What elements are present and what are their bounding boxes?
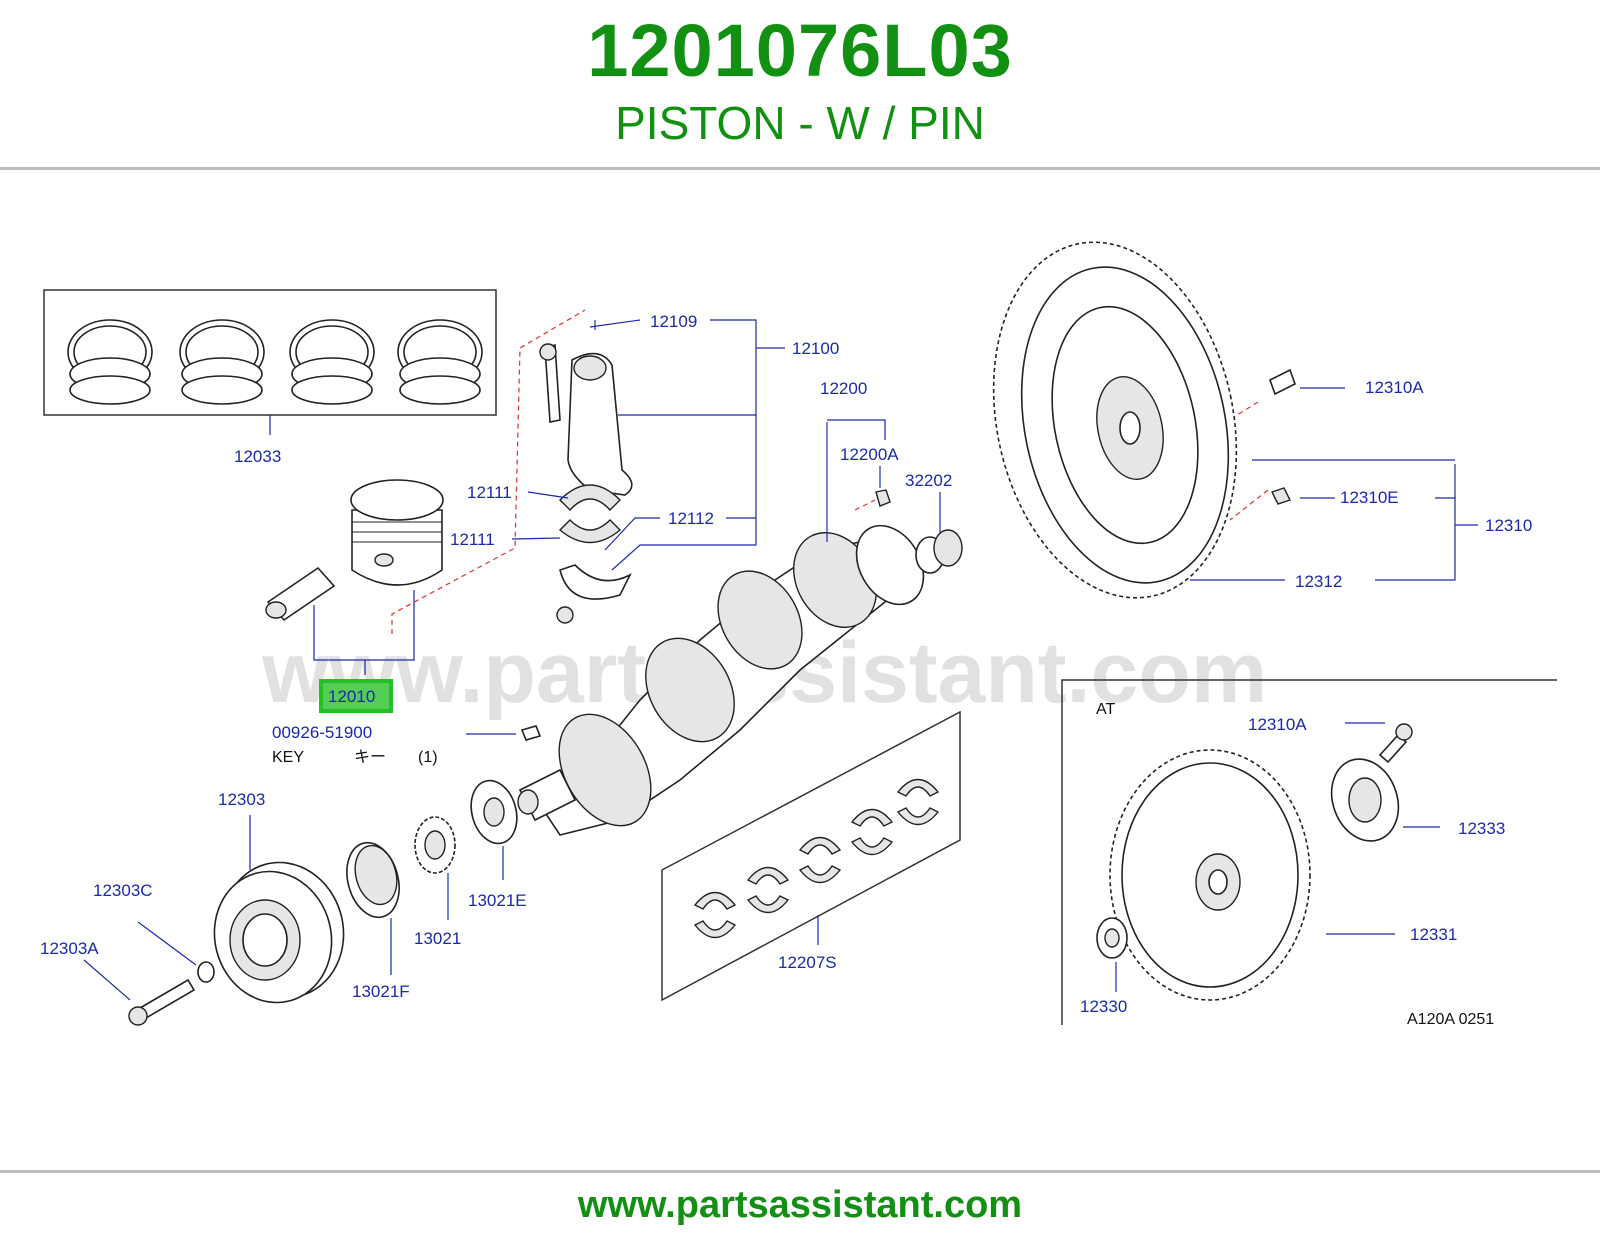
parts-diagram: www.partsassistant.com 12033 12010 00926…: [40, 241, 1557, 1028]
key-label: KEY: [272, 749, 304, 766]
flywheel-bolt: [1269, 368, 1296, 396]
header: 1201076L03 PISTON - W / PIN: [0, 0, 1600, 170]
crank-sprocket: [414, 816, 456, 874]
drive-plate: [1109, 749, 1311, 1001]
callout-12111-upper[interactable]: 12111: [467, 483, 512, 502]
part-name-subtitle: PISTON - W / PIN: [615, 97, 985, 149]
callout-12331[interactable]: 12331: [1410, 925, 1457, 944]
callout-12207S[interactable]: 12207S: [778, 953, 837, 972]
callout-13021[interactable]: 13021: [414, 929, 461, 948]
callout-13021E[interactable]: 13021E: [468, 891, 527, 910]
connecting-rod-bearings: [556, 484, 632, 624]
callout-12310E[interactable]: 12310E: [1340, 488, 1399, 507]
callout-12310A[interactable]: 12310A: [1365, 378, 1424, 397]
oil-thrower: [346, 841, 400, 919]
flywheel-mt: [992, 241, 1238, 599]
footer-url[interactable]: www.partsassistant.com: [577, 1184, 1023, 1226]
connecting-rod: [539, 343, 633, 496]
callout-12310A-at[interactable]: 12310A: [1248, 715, 1307, 734]
at-section-box: [1061, 679, 1557, 1025]
piston-pin: [265, 566, 336, 622]
at-spacer: [1096, 917, 1128, 959]
main-bearings: [693, 778, 940, 939]
callout-12303A[interactable]: 12303A: [40, 939, 99, 958]
callout-13021F[interactable]: 13021F: [352, 982, 410, 1001]
callout-12111-lower[interactable]: 12111: [450, 530, 495, 549]
callout-12033[interactable]: 12033: [234, 447, 281, 466]
callout-12303[interactable]: 12303: [218, 790, 265, 809]
pulley-washer: [197, 961, 215, 983]
highlight-box: [319, 679, 393, 713]
callout-12312[interactable]: 12312: [1295, 572, 1342, 591]
header-divider: [0, 167, 1600, 170]
callout-12010[interactable]: 12010: [328, 687, 375, 706]
dowel-pin: [1271, 487, 1291, 505]
key-qty: (1): [418, 749, 438, 766]
at-label: AT: [1096, 701, 1115, 718]
callout-12310[interactable]: 12310: [1485, 516, 1532, 535]
callout-12100[interactable]: 12100: [792, 339, 839, 358]
callout-12303C[interactable]: 12303C: [93, 881, 153, 900]
drive-plate-bolt: [1378, 723, 1413, 764]
callout-12333[interactable]: 12333: [1458, 819, 1505, 838]
pilot-bushing: [915, 529, 963, 574]
main-bearing-box: [661, 710, 961, 1002]
diagram-reference: A120A 0251: [1407, 1011, 1494, 1028]
reinforcement-plate: [1330, 758, 1400, 842]
woodruff-key: [520, 725, 542, 741]
part-number-title: 1201076L03: [587, 9, 1013, 92]
callout-12330[interactable]: 12330: [1080, 997, 1127, 1016]
crankshaft: [517, 524, 925, 836]
crank-pulley: [213, 861, 345, 1004]
crank-plug: [875, 489, 891, 507]
piston-ring-set: [67, 319, 483, 405]
callout-00926-51900[interactable]: 00926-51900: [272, 723, 372, 742]
piston: [350, 479, 444, 586]
callout-12200A[interactable]: 12200A: [840, 445, 899, 464]
key-label-jp: キー: [354, 749, 386, 766]
callout-12200[interactable]: 12200: [820, 379, 867, 398]
callout-32202[interactable]: 32202: [905, 471, 952, 490]
callout-12109[interactable]: 12109: [650, 312, 697, 331]
callout-12112[interactable]: 12112: [668, 509, 714, 528]
crank-spacer: [470, 779, 518, 845]
pulley-bolt: [128, 978, 196, 1026]
footer-divider: [0, 1170, 1600, 1173]
